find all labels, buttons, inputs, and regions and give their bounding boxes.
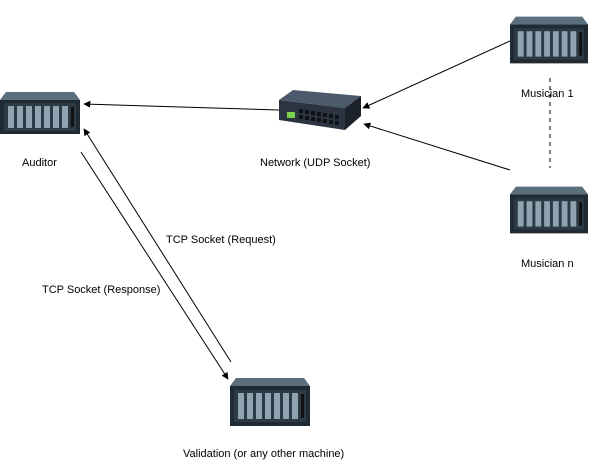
tcp-response-label: TCP Socket (Response): [42, 284, 161, 296]
musician-n-label: Musician n: [521, 258, 574, 270]
server-icon: [510, 186, 588, 234]
auditor-label: Auditor: [22, 157, 57, 169]
udp-link-musician1-to-network: [362, 40, 511, 109]
validation-node[interactable]: [230, 374, 310, 435]
musician-1-label: Musician 1: [521, 88, 574, 100]
network-label: Network (UDP Socket): [260, 157, 371, 169]
musician-n-node[interactable]: [510, 182, 588, 243]
network-switch-icon: [279, 90, 361, 130]
validation-label: Validation (or any other machine): [183, 448, 345, 460]
server-icon: [0, 92, 80, 134]
udp-link-network-to-auditor: [83, 100, 280, 111]
server-icon: [230, 378, 310, 426]
musician-1-node[interactable]: [510, 12, 588, 73]
server-icon: [510, 16, 588, 64]
tcp-response-arrow: [80, 151, 229, 380]
auditor-node[interactable]: [0, 84, 80, 143]
network-node[interactable]: [279, 90, 361, 137]
udp-link-musiciann-to-network: [363, 122, 511, 171]
tcp-request-label: TCP Socket (Request): [166, 234, 276, 246]
tcp-request-arrow: [83, 128, 232, 363]
